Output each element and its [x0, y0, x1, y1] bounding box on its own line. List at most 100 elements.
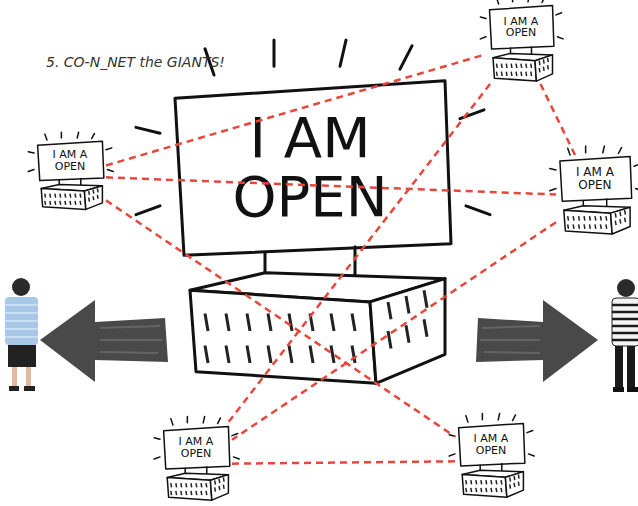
- window-hatch: [509, 477, 511, 481]
- window-hatch: [485, 480, 487, 484]
- window-hatch: [424, 290, 427, 307]
- window-hatch: [578, 216, 580, 220]
- window-hatch: [530, 64, 532, 68]
- billboard-building: I AM A OPEN: [486, 4, 556, 84]
- sign-text: I AM OPEN: [187, 88, 433, 248]
- window-hatch: [485, 488, 487, 492]
- window-hatch: [190, 483, 192, 487]
- window-hatch: [525, 64, 527, 68]
- window-hatch: [538, 61, 540, 65]
- billboard-building: I AM A OPEN: [556, 155, 634, 237]
- window-hatch: [205, 314, 208, 331]
- window-hatch: [520, 64, 522, 68]
- window-hatch: [226, 314, 229, 331]
- window-hatch: [205, 491, 207, 495]
- window-hatch: [247, 346, 250, 363]
- window-hatch: [352, 314, 355, 331]
- dashed-connection: [540, 84, 575, 155]
- shirt-stripes: [5, 305, 38, 337]
- arrow-shape: [40, 300, 168, 382]
- window-hatch: [218, 486, 220, 490]
- window-hatch: [510, 72, 512, 76]
- window-hatch: [223, 485, 225, 489]
- window-hatch: [572, 216, 574, 220]
- billboard-building: I AM A OPEN: [160, 425, 232, 503]
- building-front: [493, 58, 536, 81]
- window-hatch: [214, 487, 216, 491]
- window-hatch: [44, 194, 46, 198]
- window-hatch: [583, 216, 585, 220]
- window-hatch: [501, 72, 503, 76]
- shirt: [5, 297, 38, 345]
- window-hatch: [465, 488, 467, 492]
- window-hatch: [490, 488, 492, 492]
- head: [12, 278, 30, 296]
- left-arrow: [40, 300, 168, 382]
- window-hatch: [352, 346, 355, 363]
- sign-board: [490, 5, 554, 49]
- leg: [12, 367, 17, 387]
- window-hatch: [624, 210, 626, 214]
- window-hatch: [515, 72, 517, 76]
- window-hatch: [185, 483, 187, 487]
- window-hatch: [268, 346, 271, 363]
- window-hatch: [185, 491, 187, 495]
- window-hatch: [74, 194, 76, 198]
- sign-board: [560, 156, 632, 201]
- window-hatch: [589, 224, 591, 228]
- sign-board: [164, 426, 230, 469]
- window-hatch: [530, 72, 532, 76]
- window-hatch: [64, 194, 66, 198]
- window-hatch: [69, 201, 71, 205]
- sign-text: I AM A OPEN: [563, 158, 627, 199]
- window-hatch: [520, 72, 522, 76]
- window-hatch: [97, 188, 99, 192]
- window-hatch: [605, 216, 607, 220]
- window-hatch: [247, 314, 250, 331]
- shirt-stripes: [612, 305, 638, 340]
- window-hatch: [180, 483, 182, 487]
- building-front: [41, 188, 86, 209]
- window-hatch: [518, 474, 520, 478]
- building-side: [370, 279, 445, 384]
- window-hatch: [543, 59, 545, 63]
- window-hatch: [226, 346, 229, 363]
- building-front: [190, 290, 376, 383]
- window-hatch: [500, 480, 502, 484]
- trouser-leg: [627, 346, 635, 388]
- window-hatch: [475, 480, 477, 484]
- window-hatch: [496, 72, 498, 76]
- window-hatch: [170, 483, 172, 487]
- window-hatch: [59, 194, 61, 198]
- window-hatch: [475, 488, 477, 492]
- shorts: [8, 345, 36, 367]
- sign-text: I AM A OPEN: [166, 428, 225, 467]
- window-hatch: [518, 482, 520, 486]
- window-hatch: [470, 488, 472, 492]
- sign-text: I AM A OPEN: [492, 7, 549, 47]
- window-hatch: [175, 491, 177, 495]
- window-hatch: [424, 319, 427, 336]
- window-hatch: [92, 190, 94, 194]
- window-hatch: [496, 64, 498, 68]
- sign-text: I AM A OPEN: [461, 425, 520, 464]
- window-hatch: [205, 483, 207, 487]
- window-hatch: [388, 331, 391, 348]
- window-hatch: [501, 64, 503, 68]
- window-hatch: [54, 201, 56, 205]
- window-hatch: [223, 477, 225, 481]
- window-hatch: [79, 201, 81, 205]
- window-hatch: [49, 194, 51, 198]
- window-hatch: [619, 212, 621, 216]
- shirt: [612, 298, 638, 346]
- window-hatch: [406, 325, 409, 342]
- billboard-building: I AM A OPEN: [455, 422, 527, 500]
- window-hatch: [74, 201, 76, 205]
- window-hatch: [268, 314, 271, 331]
- window-hatch: [170, 491, 172, 495]
- window-hatch: [289, 314, 292, 331]
- window-hatch: [310, 314, 313, 331]
- leg: [26, 367, 31, 387]
- window-hatch: [572, 224, 574, 228]
- window-hatch: [619, 219, 621, 223]
